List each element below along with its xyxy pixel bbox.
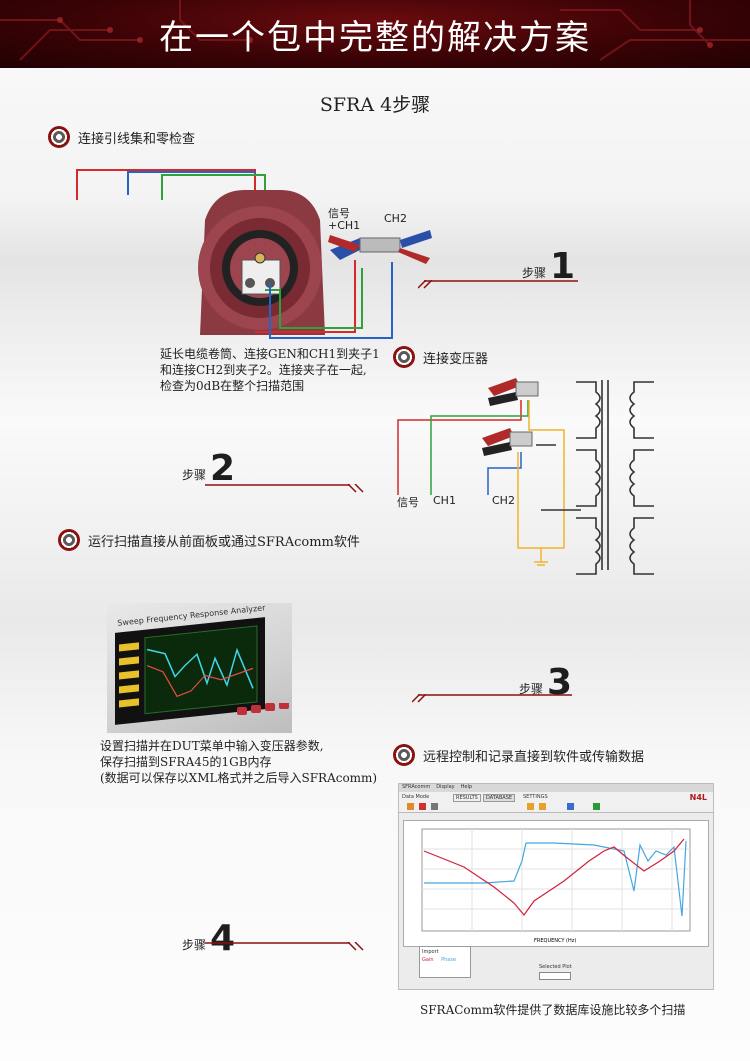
ch1-label-2: CH1 xyxy=(433,494,456,507)
brand-logo: N4L xyxy=(689,793,707,802)
step-3-underline xyxy=(412,694,572,703)
signal-label-2: 信号 xyxy=(397,496,419,509)
frequency-response-plot: FREQUENCY (Hz) xyxy=(421,828,691,944)
tab-results[interactable]: RESULTS xyxy=(453,794,481,802)
section-heading-1: 连接引线集和零检查 xyxy=(48,126,195,148)
circuit-pattern xyxy=(0,0,750,61)
step-word: 步骤 xyxy=(182,938,207,952)
signal-label: 信号 xyxy=(328,207,350,220)
step-2-underline xyxy=(205,484,364,493)
section-heading-2: 连接变压器 xyxy=(393,346,488,368)
selected-plot-dropdown[interactable] xyxy=(539,972,571,980)
caption-step-1: 延长电缆卷筒、连接GEN和CH1到夹子1 和连接CH2到夹子2。连接夹子在一起,… xyxy=(160,346,380,394)
menu-item[interactable]: Display xyxy=(436,784,455,790)
cable-reel-diagram xyxy=(76,169,432,339)
step-number: 2 xyxy=(210,448,236,489)
legend-gain: Gain xyxy=(422,957,434,963)
caption-step-3: 设置扫描并在DUT菜单中输入变压器参数, 保存扫描到SFRA45的1GB内存 (… xyxy=(100,738,377,786)
toolbar: Data Mode RESULTS DATABASE SETTINGS N4L xyxy=(399,792,713,813)
menu-item[interactable]: Help xyxy=(460,784,473,790)
step-4-underline xyxy=(205,942,364,951)
step-word: 步骤 xyxy=(182,468,207,482)
header-banner: 在一个包中完整的解决方案 xyxy=(0,0,750,68)
x-axis-label: FREQUENCY (Hz) xyxy=(534,938,576,944)
device-photo: Sweep Frequency Response Analyzer xyxy=(107,603,292,733)
caption-line: 检查为0dB在整个扫描范围 xyxy=(160,379,305,393)
caption-line: 和连接CH2到夹子2。连接夹子在一起, xyxy=(160,363,367,377)
tab-data-mode[interactable]: Data Mode xyxy=(402,794,430,800)
legend-title: Import xyxy=(422,949,439,955)
graph-panel: FREQUENCY (Hz) xyxy=(403,820,709,947)
caption-line: 延长电缆卷筒、连接GEN和CH1到夹子1 xyxy=(160,347,380,361)
bullet-icon xyxy=(58,529,80,551)
step-4-label: 步骤 4 xyxy=(182,918,236,959)
tab-database[interactable]: DATABASE xyxy=(483,794,516,802)
section-heading-3: 运行扫描直接从前面板或通过SFRAcomm软件 xyxy=(58,529,360,551)
step-word: 步骤 xyxy=(519,682,544,696)
page-subtitle: SFRA 4步骤 xyxy=(319,94,431,116)
banner-title: 在一个包中完整的解决方案 xyxy=(159,18,591,58)
step-1-underline xyxy=(418,280,578,289)
bullet-icon xyxy=(48,126,70,148)
step-2-label: 步骤 2 xyxy=(182,448,236,489)
caption-line: 设置扫描并在DUT菜单中输入变压器参数, xyxy=(100,739,324,753)
caption-line: 保存扫描到SFRA45的1GB内存 xyxy=(100,755,272,769)
bullet-icon xyxy=(393,744,415,766)
device-keypad xyxy=(237,701,289,717)
ch1-label: +CH1 xyxy=(328,219,361,232)
ch2-label: CH2 xyxy=(384,212,407,225)
selected-plot-label: Selected Plot xyxy=(539,964,572,970)
sfracomm-window: SFRAcomm Display Help Data Mode RESULTS … xyxy=(398,783,714,990)
menu-bar: SFRAcomm Display Help xyxy=(399,784,713,792)
ch2-label-2: CH2 xyxy=(492,494,515,507)
step-number: 1 xyxy=(550,246,576,287)
bullet-icon xyxy=(393,346,415,368)
menu-item[interactable]: SFRAcomm xyxy=(402,784,431,790)
legend-box: Import Gain Phase xyxy=(419,946,471,978)
step-1-label: 步骤 1 xyxy=(522,246,576,287)
transformer-diagram xyxy=(397,378,654,575)
legend-phase: Phase xyxy=(441,957,457,963)
section-heading-text: 连接引线集和零检查 xyxy=(78,131,196,147)
device-screen xyxy=(115,617,265,725)
tab-settings[interactable]: SETTINGS xyxy=(523,794,548,800)
section-heading-text: 运行扫描直接从前面板或通过SFRAcomm软件 xyxy=(88,534,360,550)
step-word: 步骤 xyxy=(522,266,547,280)
caption-line: (数据可以保存以XML格式并之后导入SFRAcomm) xyxy=(100,771,378,785)
section-heading-text: 远程控制和记录直接到软件或传输数据 xyxy=(423,749,645,765)
section-heading-text: 连接变压器 xyxy=(423,351,489,367)
step-number: 4 xyxy=(210,918,236,959)
final-caption: SFRAComm软件提供了数据库设施比较多个扫描 xyxy=(420,1003,686,1017)
toolbar-icons xyxy=(407,803,600,810)
section-heading-4: 远程控制和记录直接到软件或传输数据 xyxy=(393,744,644,766)
